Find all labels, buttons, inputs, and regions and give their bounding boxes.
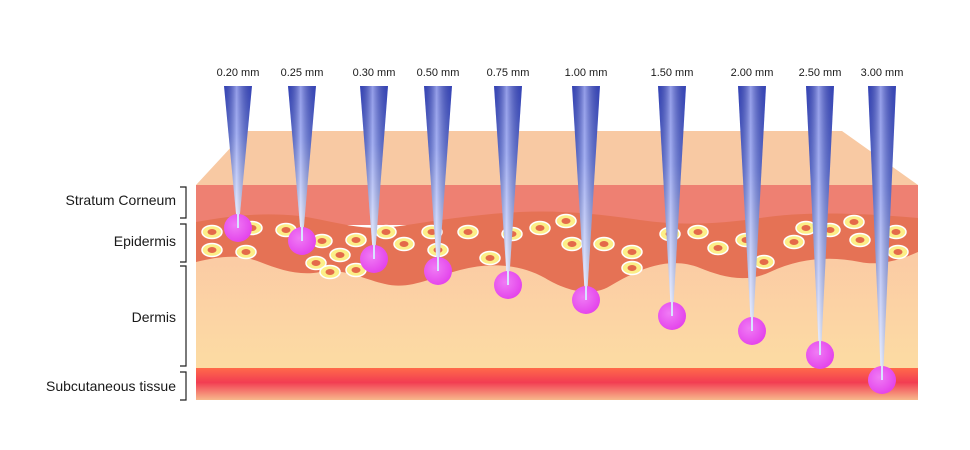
needle-0-50-mm: 0.50 mm [417, 67, 460, 285]
label-epidermis: Epidermis [114, 233, 176, 249]
cell-nucleus [893, 249, 903, 255]
cell-nucleus [335, 252, 345, 258]
cell-nucleus [351, 267, 361, 273]
needle-shine [572, 86, 600, 294]
needle-shine [360, 86, 388, 253]
needle-0-25-mm: 0.25 mm [281, 67, 324, 255]
cell-nucleus [535, 225, 545, 231]
needle-shine [658, 86, 686, 310]
cell-nucleus [325, 269, 335, 275]
label-stratum-corneum: Stratum Corneum [66, 192, 176, 208]
cell-nucleus [311, 260, 321, 266]
needle-0-20-mm: 0.20 mm [217, 67, 260, 242]
cell-nucleus [891, 229, 901, 235]
cell-nucleus [281, 227, 291, 233]
needle-depth-label: 1.50 mm [651, 67, 694, 79]
needle-shine [806, 86, 834, 349]
needle-1-00-mm: 1.00 mm [565, 67, 608, 314]
cell-nucleus [849, 219, 859, 225]
needle-0-30-mm: 0.30 mm [353, 67, 396, 273]
layer-labels: Stratum Corneum Epidermis Dermis Subcuta… [46, 186, 187, 401]
needle-1-50-mm: 1.50 mm [651, 67, 694, 330]
needle-depth-label: 1.00 mm [565, 67, 608, 79]
cell-nucleus [599, 241, 609, 247]
cell-nucleus [627, 265, 637, 271]
needle-3-00-mm: 3.00 mm [861, 67, 904, 394]
cell-nucleus [801, 225, 811, 231]
cell-nucleus [825, 227, 835, 233]
cell-nucleus [241, 249, 251, 255]
cell-nucleus [855, 237, 865, 243]
cell-nucleus [399, 241, 409, 247]
bracket-subcutaneous [180, 371, 187, 401]
needle-shine [868, 86, 896, 374]
subcutaneous-layer [196, 368, 918, 400]
cell-nucleus [351, 237, 361, 243]
epidermis-cells [201, 213, 909, 280]
needle-depth-label: 2.50 mm [799, 67, 842, 79]
cell-nucleus [693, 229, 703, 235]
label-dermis: Dermis [132, 309, 176, 325]
needle-shine [494, 86, 522, 279]
needle-0-75-mm: 0.75 mm [487, 67, 530, 299]
cell-nucleus [713, 245, 723, 251]
needles: 0.20 mm 0.25 mm 0.30 mm 0.50 mm 0.75 mm 1.00 … [217, 67, 904, 394]
needle-shine [424, 86, 452, 265]
needle-shine [224, 86, 252, 222]
cell-nucleus [463, 229, 473, 235]
needle-depth-label: 2.00 mm [731, 67, 774, 79]
needle-depth-label: 0.30 mm [353, 67, 396, 79]
cell-nucleus [207, 229, 217, 235]
bracket-epidermis [180, 223, 187, 263]
cell-nucleus [427, 229, 437, 235]
cell-nucleus [759, 259, 769, 265]
bracket-dermis [180, 265, 187, 367]
cell-nucleus [561, 218, 571, 224]
needle-depth-label: 3.00 mm [861, 67, 904, 79]
needle-depth-label: 0.20 mm [217, 67, 260, 79]
needle-2-00-mm: 2.00 mm [731, 67, 774, 345]
cell-nucleus [567, 241, 577, 247]
bracket-stratum-corneum [180, 186, 187, 219]
label-subcutaneous: Subcutaneous tissue [46, 378, 176, 394]
cell-nucleus [485, 255, 495, 261]
needle-depth-label: 0.75 mm [487, 67, 530, 79]
needle-depth-label: 0.25 mm [281, 67, 324, 79]
needle-2-50-mm: 2.50 mm [799, 67, 842, 369]
cell-nucleus [317, 238, 327, 244]
cell-nucleus [381, 229, 391, 235]
cell-nucleus [789, 239, 799, 245]
needle-depth-label: 0.50 mm [417, 67, 460, 79]
needle-shine [738, 86, 766, 325]
needle-shine [288, 86, 316, 235]
cell-nucleus [207, 247, 217, 253]
cell-nucleus [627, 249, 637, 255]
